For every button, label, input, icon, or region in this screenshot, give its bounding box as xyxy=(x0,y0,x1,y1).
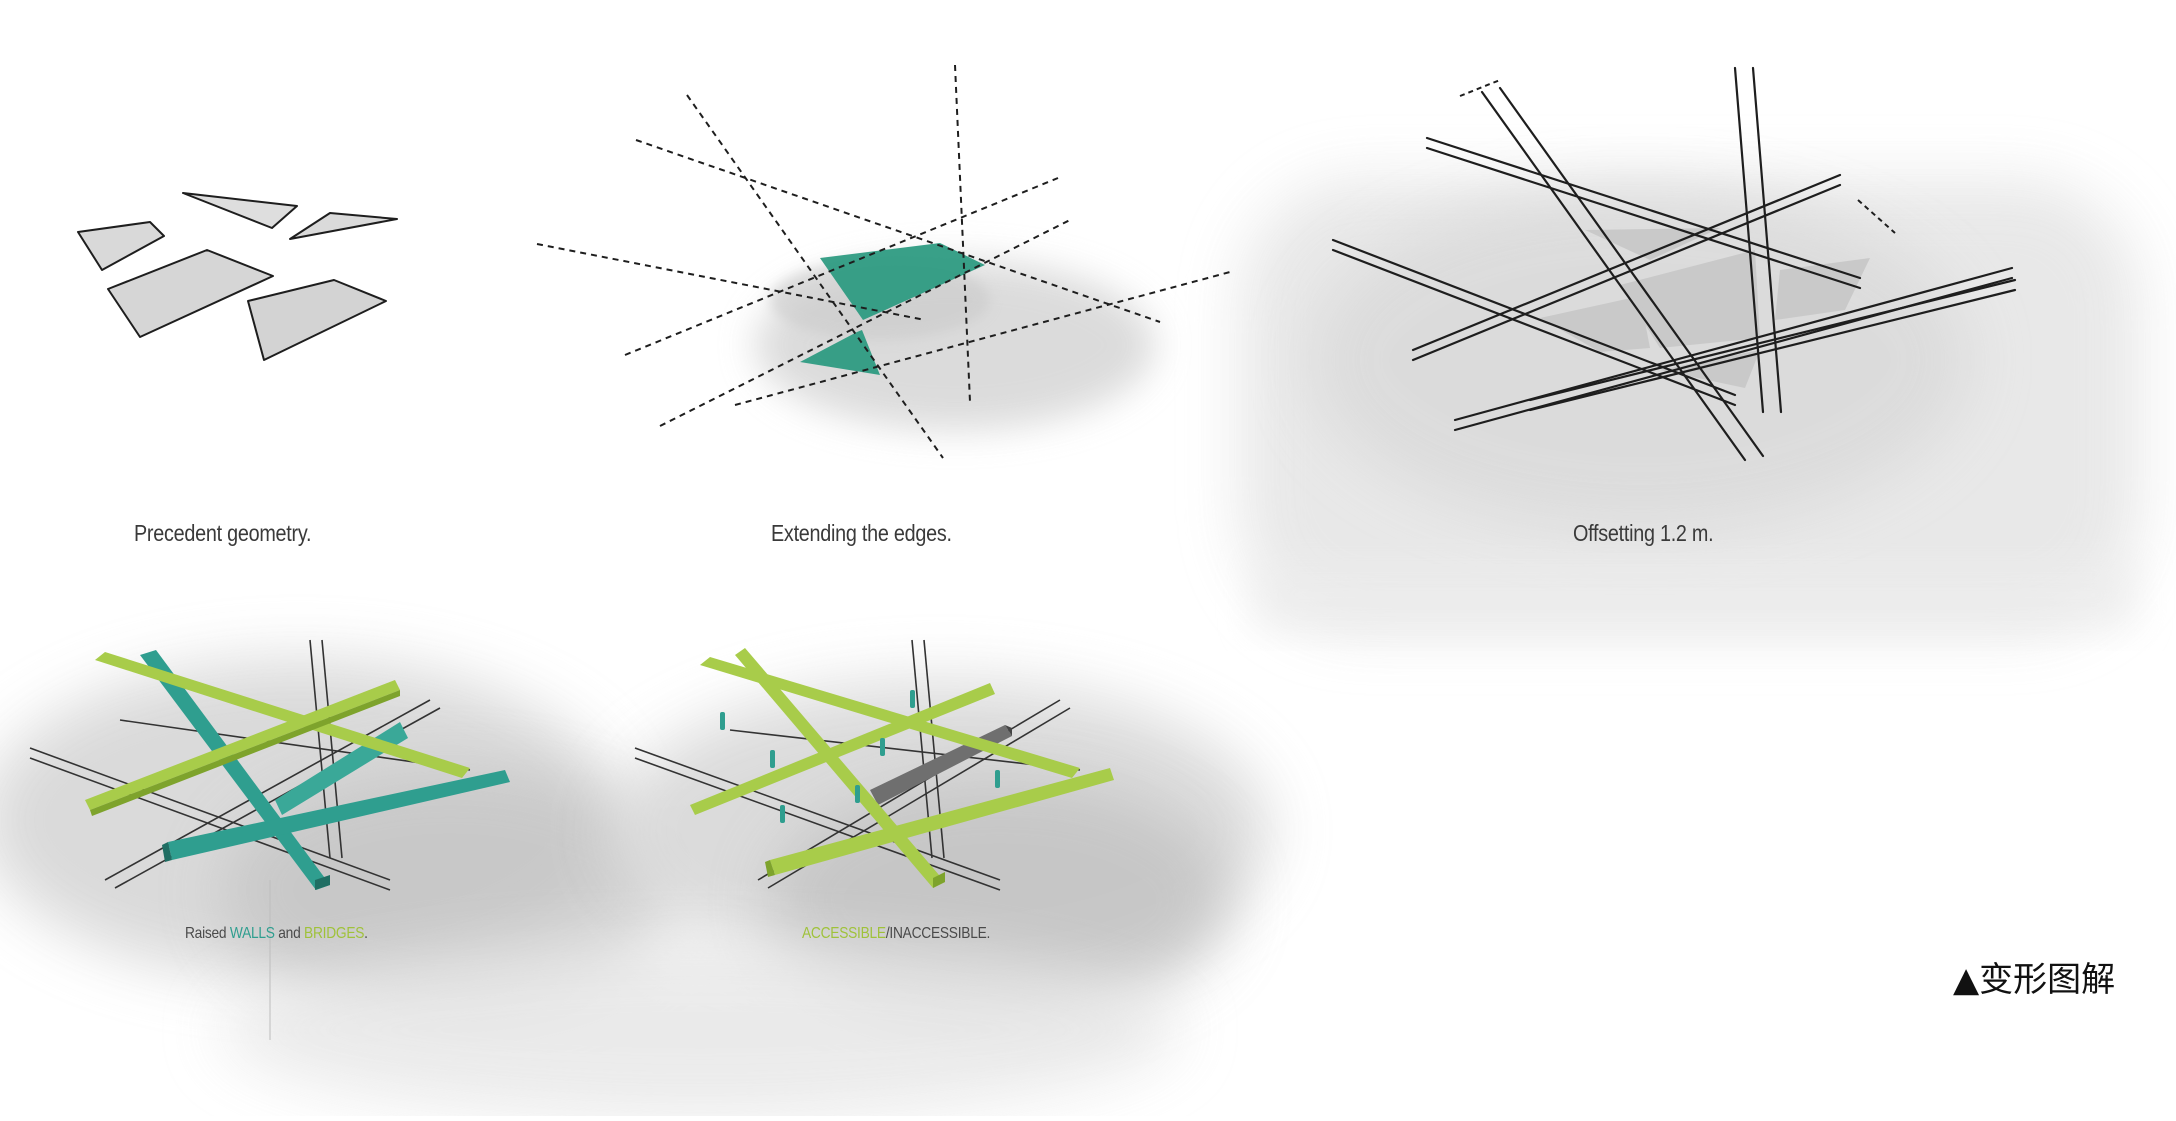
caption-inaccessible: INACCESSIBLE. xyxy=(889,925,991,942)
accessible-beams xyxy=(690,648,1114,888)
caption-part: and xyxy=(274,925,305,942)
caption-accessible: ACCESSIBLE xyxy=(802,925,886,942)
accessible-beam xyxy=(700,657,1080,778)
person-figure xyxy=(770,750,775,768)
person-figure xyxy=(780,805,785,823)
precedent-shape xyxy=(107,249,274,338)
dimension-ticks xyxy=(1459,79,1896,234)
caption-part: . xyxy=(364,925,368,942)
person-figure xyxy=(910,690,915,708)
person-figure xyxy=(855,785,860,803)
bridge-beam xyxy=(95,652,470,778)
watercolor-wash-extending xyxy=(755,260,1155,430)
bridge-beam xyxy=(90,690,400,816)
precedent-shape xyxy=(182,192,298,229)
figure-tag: ▲变形图解 xyxy=(1953,952,2115,1001)
precedent-shape xyxy=(77,221,165,271)
person-figure xyxy=(995,770,1000,788)
caption-extending-edges: Extending the edges. xyxy=(771,520,952,546)
precedent-geometry-shapes xyxy=(77,192,398,361)
person-figure xyxy=(720,712,725,730)
caption-offsetting: Offsetting 1.2 m. xyxy=(1573,520,1714,546)
precedent-shape xyxy=(247,279,387,361)
precedent-shape xyxy=(289,212,398,240)
wall-beam xyxy=(315,875,330,890)
accessible-beam xyxy=(690,683,995,815)
highlighted-region xyxy=(820,243,985,320)
figure-tag-text: 变形图解 xyxy=(1979,960,2116,1000)
accessible-beam xyxy=(770,768,1114,875)
bridge-beam xyxy=(85,680,400,810)
accessible-beam xyxy=(933,872,945,888)
accessible-beam xyxy=(765,860,775,877)
raised-bridges xyxy=(85,652,470,816)
caption-raised-walls-bridges: Raised WALLS and BRIDGES. xyxy=(185,925,368,943)
caption-part: Raised xyxy=(185,925,230,942)
person-figure xyxy=(880,738,885,756)
wall-beam xyxy=(168,770,510,860)
caption-walls: WALLS xyxy=(229,925,275,942)
triangle-icon: ▲ xyxy=(1953,960,1980,1000)
caption-precedent-geometry: Precedent geometry. xyxy=(134,520,312,546)
caption-bridges: BRIDGES xyxy=(304,925,365,942)
caption-accessible-inaccessible: ACCESSIBLE/INACCESSIBLE. xyxy=(802,925,990,943)
people-figures xyxy=(720,690,1000,823)
caption-part: / xyxy=(885,925,890,942)
wall-beam xyxy=(162,842,172,862)
offset-road-lines xyxy=(1331,66,2017,462)
extended-edge-lines xyxy=(536,64,1231,459)
watercolor-wash-bottom xyxy=(0,660,1270,1120)
